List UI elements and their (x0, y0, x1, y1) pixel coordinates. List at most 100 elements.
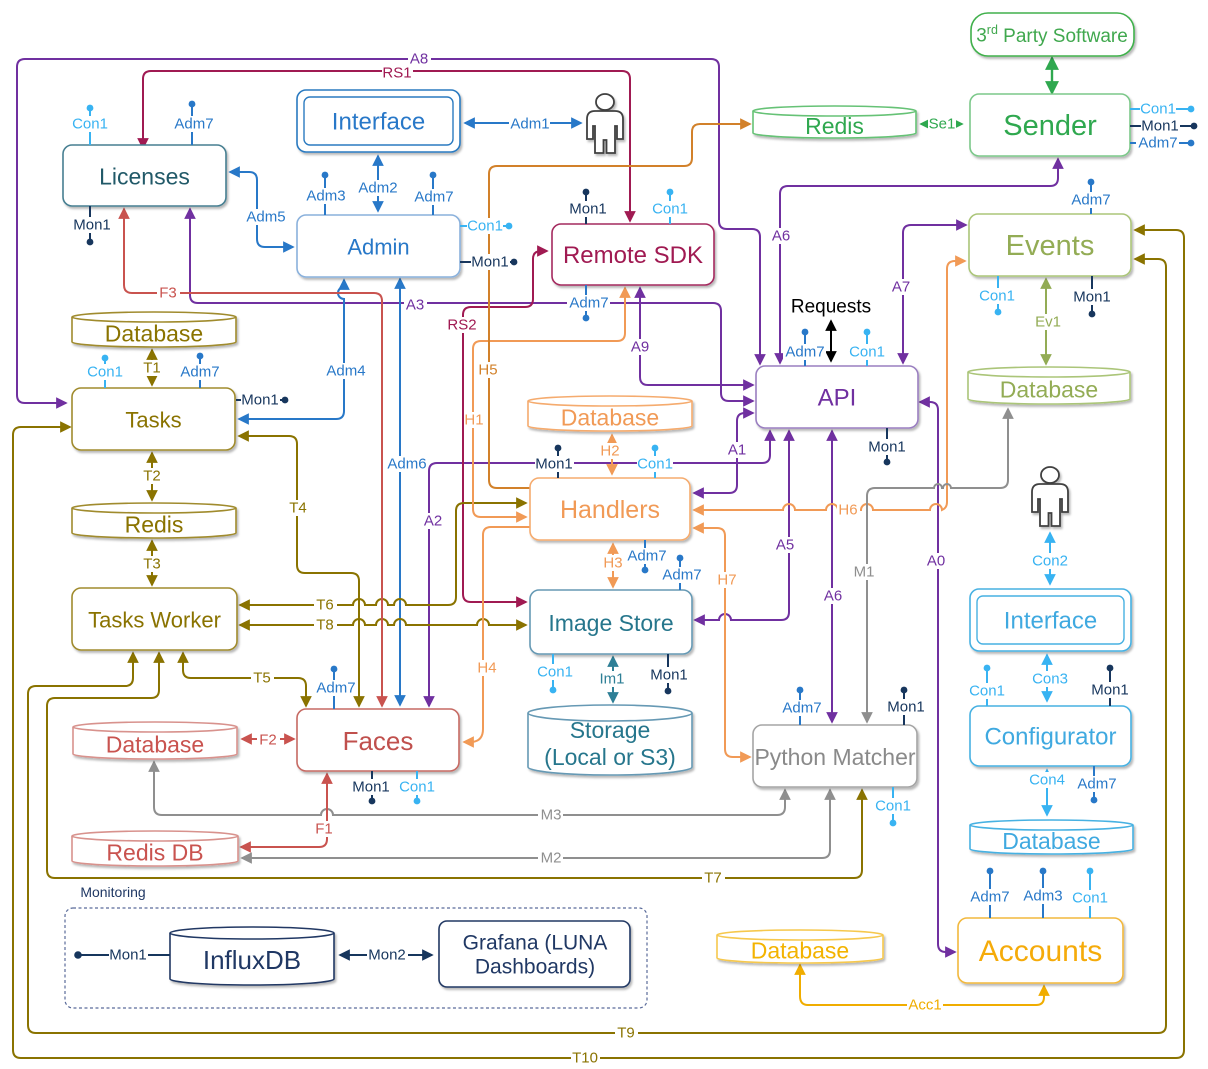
svg-text:A0: A0 (927, 553, 945, 570)
svg-text:F1: F1 (315, 821, 333, 838)
svg-text:H3: H3 (603, 555, 622, 572)
svg-text:T5: T5 (253, 670, 271, 687)
svg-text:Database: Database (1002, 828, 1100, 854)
svg-text:H7: H7 (717, 572, 736, 589)
svg-text:T2: T2 (143, 468, 161, 485)
svg-text:Mon2: Mon2 (368, 947, 406, 964)
svg-text:Con1: Con1 (979, 288, 1015, 305)
svg-text:Con1: Con1 (467, 218, 503, 235)
svg-text:Handlers: Handlers (560, 496, 660, 524)
svg-text:Adm3: Adm3 (306, 188, 345, 205)
svg-text:Monitoring: Monitoring (80, 884, 145, 900)
svg-text:Database: Database (106, 732, 204, 758)
svg-text:Con1: Con1 (652, 201, 688, 218)
svg-text:Redis DB: Redis DB (106, 840, 203, 866)
svg-text:A9: A9 (631, 339, 649, 356)
svg-text:Adm7: Adm7 (414, 189, 453, 206)
svg-text:Adm7: Adm7 (1138, 135, 1177, 152)
svg-text:Adm7: Adm7 (180, 364, 219, 381)
svg-text:M1: M1 (854, 564, 875, 581)
svg-text:Con1: Con1 (87, 364, 123, 381)
svg-text:Con4: Con4 (1029, 772, 1065, 789)
svg-text:Remote SDK: Remote SDK (563, 242, 703, 269)
svg-text:A6: A6 (772, 228, 790, 245)
svg-text:Con1: Con1 (72, 116, 108, 133)
svg-text:T9: T9 (617, 1025, 635, 1042)
svg-text:H1: H1 (464, 412, 483, 429)
svg-text:M2: M2 (541, 850, 562, 867)
svg-text:A5: A5 (776, 537, 794, 554)
svg-text:Acc1: Acc1 (908, 997, 941, 1014)
svg-text:Se1: Se1 (929, 116, 956, 133)
svg-text:Interface: Interface (1004, 608, 1097, 635)
svg-text:F2: F2 (259, 732, 277, 749)
svg-text:T1: T1 (143, 360, 161, 377)
svg-text:F3: F3 (159, 285, 177, 302)
svg-text:H2: H2 (600, 443, 619, 460)
svg-text:T10: T10 (572, 1050, 598, 1065)
svg-text:Adm5: Adm5 (246, 209, 285, 226)
svg-text:API: API (818, 385, 857, 412)
svg-text:H6: H6 (838, 502, 857, 519)
svg-text:Database: Database (751, 938, 849, 964)
svg-text:Con1: Con1 (399, 779, 435, 796)
svg-text:Mon1: Mon1 (650, 667, 688, 684)
svg-text:Mon1: Mon1 (887, 699, 925, 716)
svg-text:Im1: Im1 (599, 671, 624, 688)
svg-text:Image Store: Image Store (548, 610, 673, 636)
svg-text:Con1: Con1 (875, 798, 911, 815)
svg-text:Mon1: Mon1 (1091, 682, 1129, 699)
svg-text:Adm7: Adm7 (782, 700, 821, 717)
svg-text:Python Matcher: Python Matcher (754, 744, 915, 770)
svg-text:Adm7: Adm7 (1077, 776, 1116, 793)
svg-text:Adm3: Adm3 (1023, 888, 1062, 905)
svg-text:Mon1: Mon1 (471, 254, 509, 271)
svg-text:Adm4: Adm4 (326, 363, 365, 380)
svg-text:Adm7: Adm7 (174, 116, 213, 133)
svg-text:Tasks: Tasks (125, 408, 181, 433)
svg-text:Con1: Con1 (849, 344, 885, 361)
svg-text:T8: T8 (316, 617, 334, 634)
svg-text:Con1: Con1 (969, 683, 1005, 700)
svg-text:H5: H5 (478, 362, 497, 379)
svg-text:Mon1: Mon1 (569, 201, 607, 218)
svg-text:Database: Database (1000, 377, 1098, 403)
svg-text:Adm7: Adm7 (627, 548, 666, 565)
svg-text:Licenses: Licenses (99, 164, 190, 190)
svg-text:(Local or S3): (Local or S3) (544, 744, 676, 770)
svg-text:Mon1: Mon1 (868, 439, 906, 456)
svg-text:Adm7: Adm7 (316, 680, 355, 697)
svg-text:Faces: Faces (343, 726, 414, 756)
svg-text:M3: M3 (541, 807, 562, 824)
svg-text:Adm6: Adm6 (387, 456, 426, 473)
svg-text:Tasks Worker: Tasks Worker (88, 608, 221, 633)
svg-text:T7: T7 (704, 870, 722, 887)
svg-text:A1: A1 (728, 442, 746, 459)
svg-text:Adm7: Adm7 (1071, 192, 1110, 209)
svg-text:Requests: Requests (791, 297, 871, 318)
svg-text:A2: A2 (424, 513, 442, 530)
svg-text:Events: Events (1006, 230, 1095, 262)
svg-text:H4: H4 (477, 660, 496, 677)
svg-text:Mon1: Mon1 (73, 217, 111, 234)
svg-text:T3: T3 (143, 556, 161, 573)
svg-text:A8: A8 (410, 51, 428, 68)
svg-text:Adm7: Adm7 (569, 295, 608, 312)
svg-text:Admin: Admin (347, 235, 409, 260)
svg-text:Accounts: Accounts (979, 935, 1102, 968)
svg-text:Ev1: Ev1 (1035, 314, 1061, 331)
svg-text:Mon1: Mon1 (1141, 118, 1179, 135)
svg-text:A6: A6 (824, 588, 842, 605)
svg-text:Dashboards): Dashboards) (475, 956, 595, 979)
svg-text:RS2: RS2 (447, 317, 476, 334)
svg-text:Con1: Con1 (637, 456, 673, 473)
svg-text:T4: T4 (289, 500, 307, 517)
svg-text:Adm7: Adm7 (785, 344, 824, 361)
svg-text:Database: Database (105, 321, 203, 347)
svg-text:Adm1: Adm1 (510, 116, 549, 133)
svg-text:Con1: Con1 (1140, 101, 1176, 118)
svg-text:Sender: Sender (1003, 110, 1097, 142)
svg-text:Grafana (LUNA: Grafana (LUNA (463, 932, 608, 955)
svg-text:T6: T6 (316, 597, 334, 614)
svg-text:3rd Party Software: 3rd Party Software (976, 23, 1128, 47)
